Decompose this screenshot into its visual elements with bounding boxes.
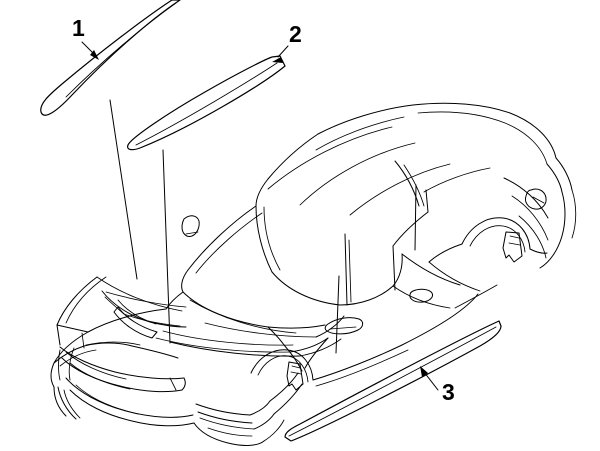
callout-3[interactable]: 3: [420, 366, 455, 405]
callout-3-arrowhead: [420, 366, 428, 377]
callout-2-label: 2: [289, 21, 302, 47]
callout-2-arrowhead: [272, 57, 283, 63]
stripe-decal-3[interactable]: [284, 320, 502, 442]
callout-1-label: 1: [72, 15, 85, 41]
stripe-decal-2[interactable]: [127, 55, 286, 151]
callout-1[interactable]: 1: [72, 15, 99, 60]
cowl-vent: [181, 215, 200, 237]
callout-3-label: 3: [442, 379, 455, 405]
vehicle-body-outline: [50, 102, 577, 446]
decal-leader-lines: [109, 99, 417, 354]
door-handle: [409, 288, 433, 303]
stripe-decal-1[interactable]: [40, 0, 181, 116]
callout-2[interactable]: 2: [272, 21, 302, 63]
callout-1-arrowhead: [90, 50, 99, 60]
side-mirror: [324, 317, 364, 335]
fuel-filler-door: [525, 188, 547, 210]
